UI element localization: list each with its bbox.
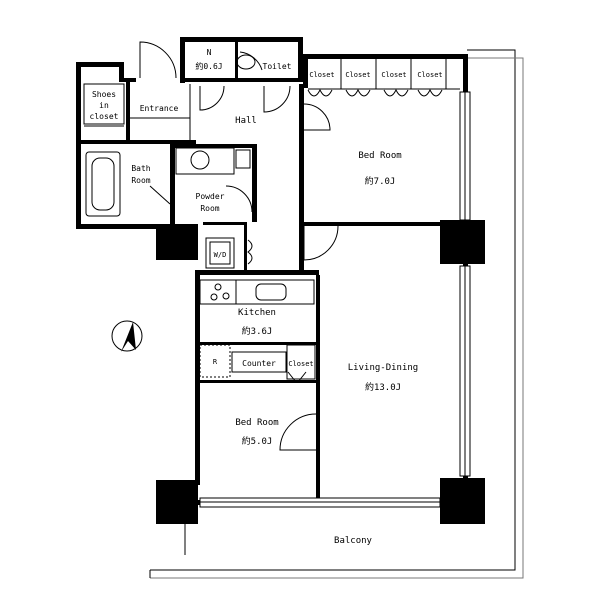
shoes-label-1: Shoes <box>92 90 116 99</box>
labels: N 約0.6J Toilet Closet Closet Closet Clos… <box>90 48 443 546</box>
kitchen-size: 約3.6J <box>242 325 273 337</box>
fixtures <box>83 54 316 380</box>
closet-top-4: Closet <box>417 71 442 79</box>
balcony-label: Balcony <box>334 536 373 546</box>
refrigerator-label: R <box>213 358 218 366</box>
bedroom-2-label: Bed Room <box>235 418 278 428</box>
north-arrow-icon <box>111 320 143 352</box>
entrance-label: Entrance <box>140 104 179 113</box>
living-size: 約13.0J <box>365 381 401 393</box>
walls <box>76 37 485 524</box>
bath-label-1: Bath <box>131 164 150 173</box>
hall-label: Hall <box>235 116 257 126</box>
shoes-label-3: closet <box>90 112 119 121</box>
closet-top-2: Closet <box>345 71 370 79</box>
bedroom-2-size: 約5.0J <box>242 435 273 447</box>
counter-label: Counter <box>242 359 276 368</box>
windows <box>199 91 471 508</box>
closet-mid-label: Closet <box>288 360 313 368</box>
doors <box>139 41 460 451</box>
bath-label-2: Room <box>131 176 150 185</box>
washer-label: W/D <box>214 251 227 259</box>
living-label: Living-Dining <box>348 363 418 373</box>
bedroom-1-size: 約7.0J <box>365 175 396 187</box>
powder-label-2: Room <box>200 204 219 213</box>
shoes-label-2: in <box>99 101 109 110</box>
closet-top-3: Closet <box>381 71 406 79</box>
n-room-label: N <box>207 48 212 57</box>
kitchen-label: Kitchen <box>238 308 276 318</box>
powder-label-1: Powder <box>196 192 225 201</box>
bedroom-1-label: Bed Room <box>358 151 401 161</box>
toilet-label: Toilet <box>263 62 292 71</box>
closet-top-1: Closet <box>309 71 334 79</box>
n-room-size: 約0.6J <box>195 61 222 71</box>
